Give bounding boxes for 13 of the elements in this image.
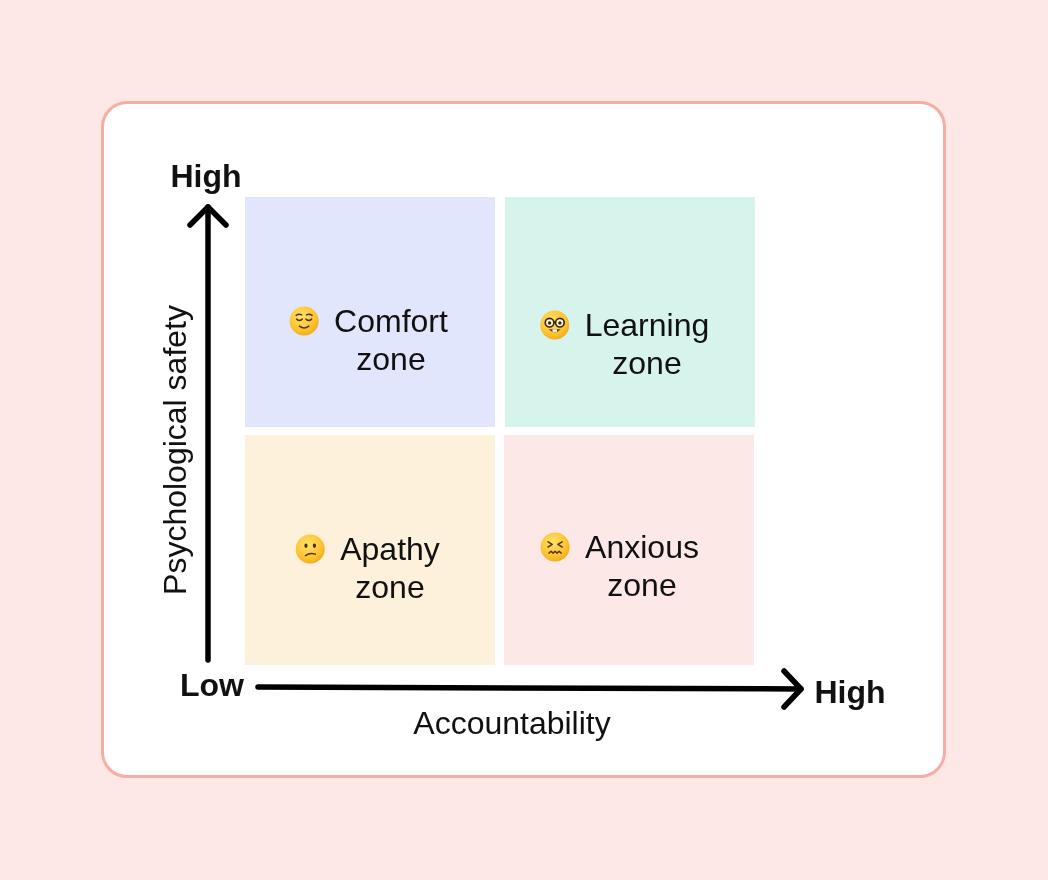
axis-title: Psychological safety	[157, 305, 193, 595]
quadrant-label: Learning zone	[584, 306, 710, 382]
quadrant-label: Comfort zone	[334, 302, 448, 378]
quadrant-label: Apathy zone	[340, 530, 440, 606]
quadrant-label: Anxious zone	[585, 528, 699, 604]
axis-end-label: High	[814, 674, 886, 710]
axis-title: Accountability	[413, 705, 611, 741]
quadrant-panel	[505, 197, 755, 427]
quadrant-panel	[245, 197, 495, 427]
axis-end-label: Low	[180, 667, 244, 703]
quadrant-panel	[245, 435, 495, 665]
axis-end-label: High	[170, 158, 242, 194]
quadrant-panel	[504, 435, 754, 665]
